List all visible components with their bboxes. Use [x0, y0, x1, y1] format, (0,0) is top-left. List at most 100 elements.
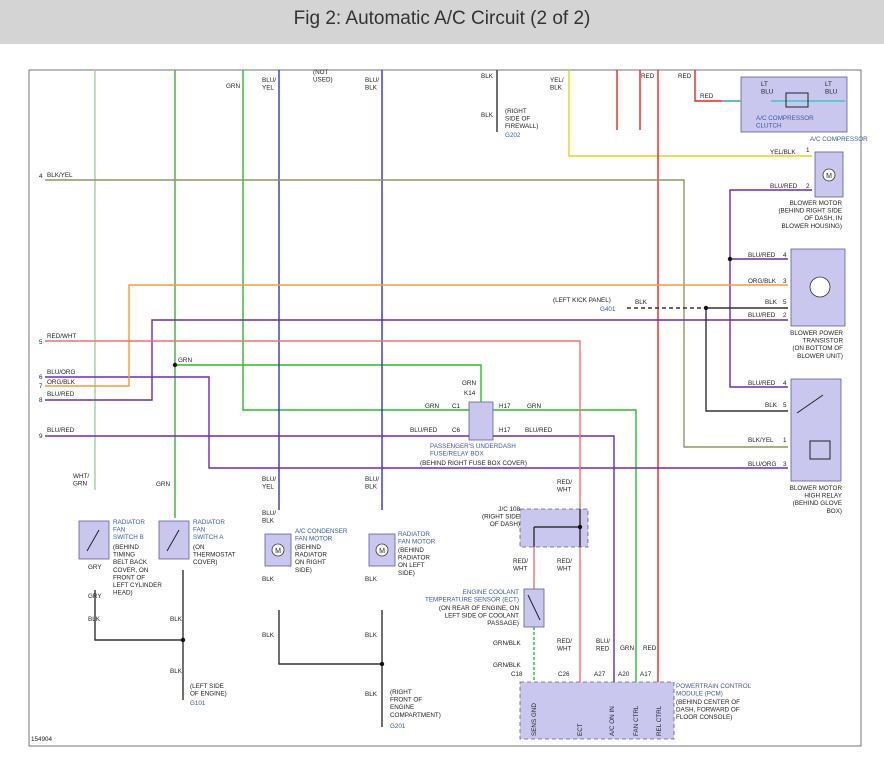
wire_labels-red_wht_jc: RED/WHT — [557, 479, 572, 494]
wire_labels-blk_transistor: BLK — [765, 299, 778, 306]
ac-compressor-box — [740, 76, 848, 133]
motor-symbols — [271, 168, 836, 557]
edge-pin: 6 — [39, 374, 43, 381]
wire-yel-blk — [568, 70, 812, 157]
wire_labels-grn_switch_a: GRN — [156, 481, 170, 488]
wire_labels-red_wht_left: RED/WHT — [47, 333, 77, 340]
wire_labels-red_wht_jc2: RED/WHT — [557, 558, 572, 573]
ect-resistor-icon — [527, 594, 541, 621]
wires — [45, 70, 845, 727]
wire-grn-h17 — [493, 409, 637, 682]
switch-a-icon — [166, 529, 180, 552]
transistor-icon — [809, 276, 831, 298]
fuse-location: (BEHIND RIGHT FUSE BOX COVER) — [420, 460, 527, 467]
g202-id: G202 — [505, 132, 521, 139]
wire_labels-grn_node: GRN — [178, 357, 192, 364]
title-bar: Fig 2: Automatic A/C Circuit (2 of 2) — [0, 0, 884, 44]
pcm-terminal: SENS GND — [531, 703, 538, 736]
radiator-motor-m: M — [379, 548, 385, 555]
wire-blk-yel — [45, 179, 788, 448]
wire_labels-blk_yel_left: BLK/YEL — [47, 172, 73, 179]
wire_labels-red_clutch: RED — [700, 93, 714, 100]
switch-symbols — [86, 92, 831, 621]
wire-grn-node — [175, 364, 482, 402]
wire_labels-yel_blk_top: YEL/BLK — [550, 77, 564, 92]
wire_labels-blk_sw_b: BLK — [88, 616, 101, 623]
pcm-terminal: ECT — [577, 723, 584, 736]
components-blower_transistor-pins-2: 5 — [783, 299, 787, 306]
g401-desc: (LEFT KICK PANEL) — [553, 297, 611, 304]
wire_labels-blu_yel_cond: BLU/YEL — [262, 476, 276, 491]
wire_labels-blu_red_transistor: BLU/RED — [748, 252, 776, 259]
components-blower_relay-pins-0: 4 — [783, 380, 787, 387]
wire_labels-org_blk_left: ORG/BLK — [47, 379, 76, 386]
blower-motor-icon — [822, 168, 836, 182]
wire-blu-red-8 — [45, 319, 788, 401]
figure-number: 154904 — [31, 736, 53, 743]
wire-org-blk — [45, 284, 788, 387]
wire_labels-blk_rad: BLK — [365, 576, 378, 583]
edge-pin: 4 — [39, 173, 43, 180]
wire_labels-blk_yel_relay: BLK/YEL — [748, 437, 774, 444]
wire_labels-org_blk_transistor: ORG/BLK — [748, 278, 777, 285]
edge-pin: 8 — [39, 397, 43, 404]
wire_labels-blu_blk_cond: BLU/BLK — [262, 510, 276, 525]
components-blower_transistor-pins-1: 3 — [783, 278, 787, 285]
components-blower_relay-pins-3: 3 — [783, 461, 787, 468]
edge-pin: 7 — [39, 383, 43, 390]
pcm-terminal: REL CTRL — [656, 705, 663, 736]
condenser-motor-icon — [271, 543, 285, 557]
condenser-motor-box — [264, 533, 292, 567]
wire-blu-red-blower — [729, 189, 812, 388]
blk-g202: BLK — [481, 112, 494, 119]
blower-pin-1: 1 — [806, 147, 810, 154]
wire-blk-cond — [278, 610, 382, 665]
node-blk — [703, 305, 709, 311]
wire_labels-blu_red_transistor2: BLU/RED — [748, 312, 776, 319]
switch-a-box — [158, 520, 190, 560]
pcm-pin: C26 — [558, 671, 570, 678]
pcm-terminal: FAN CTRL — [633, 705, 640, 736]
wire-blu-org — [45, 376, 788, 469]
condenser-motor-m: M — [275, 548, 281, 555]
component-boxes — [78, 76, 848, 740]
components-fuse_box-c6: C6 — [452, 427, 461, 434]
wire_labels-grn_h17: GRN — [527, 403, 541, 410]
wire_labels-grn_pcm: GRN — [620, 645, 634, 652]
wire-blk-sw-b — [94, 590, 183, 641]
components-fuse_box-c1: C1 — [452, 403, 461, 410]
components-blower_relay-pins-1: 5 — [783, 402, 787, 409]
components-blower_relay-pins-2: 1 — [783, 437, 787, 444]
wire_labels-blu_red_blower: BLU/RED — [770, 183, 798, 190]
blower-relay-box — [790, 378, 842, 482]
wire_labels-red_top2: RED — [678, 73, 692, 80]
components-fuse_box-h17b: H17 — [499, 427, 511, 434]
wire_labels-blu_blk_top: BLU/BLK — [365, 77, 379, 92]
compressor-label: A/C COMPRESSOR — [810, 136, 868, 143]
junction-dots — [172, 256, 733, 667]
wire_labels-red_wht_pcm: RED/WHT — [557, 638, 572, 653]
wire_labels-blu_red_h17: BLU/RED — [525, 427, 553, 434]
blower-motor-box — [814, 151, 844, 198]
wire_labels-blk_sw_a: BLK — [170, 616, 183, 623]
relay-switch-icon — [796, 394, 824, 414]
wire_labels-blu_blk_rad: BLU/BLK — [365, 476, 379, 491]
